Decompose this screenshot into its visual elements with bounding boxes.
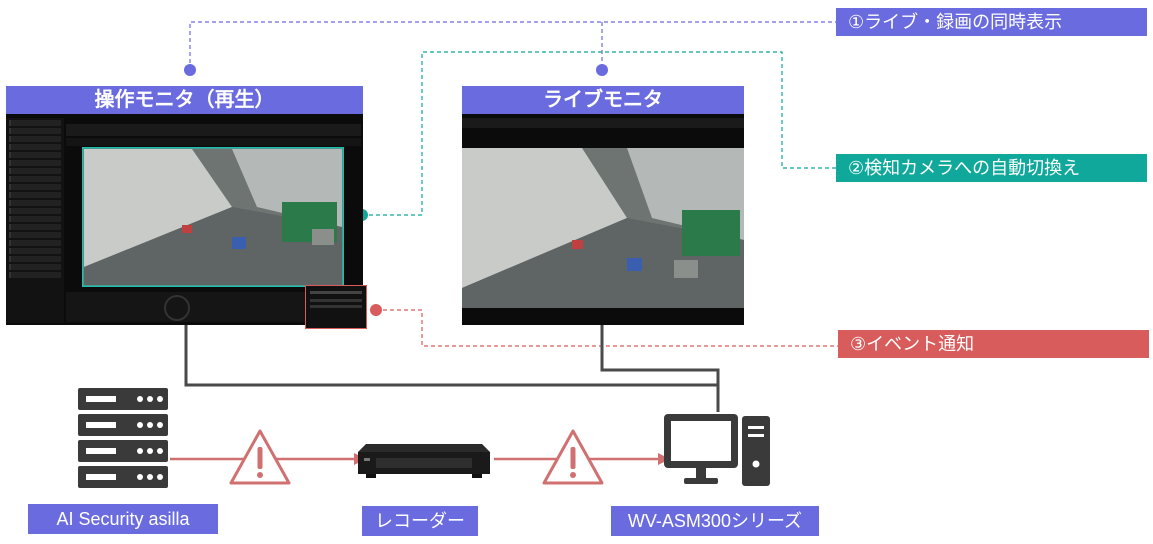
- operation-sidebar: [6, 118, 64, 323]
- callout-2-leader: [362, 51, 836, 216]
- operation-monitor-screen: [6, 114, 363, 325]
- live-monitor-cable: [600, 325, 720, 412]
- warning-icon: [542, 429, 604, 485]
- callout-3-leader: [376, 309, 838, 347]
- live-camera-view: [462, 148, 744, 308]
- warning-icon: [229, 429, 291, 485]
- callout-3-label: ③イベント通知: [838, 330, 1149, 358]
- operation-toolbar: [66, 124, 361, 136]
- live-monitor-title: ライブモニタ: [462, 86, 744, 114]
- live-monitor-screen: [462, 114, 744, 325]
- callout-1-dot-right: [596, 64, 608, 76]
- camera-view-highlighted: [82, 147, 344, 287]
- playback-control-panel: [66, 292, 306, 322]
- callout-1-label: ①ライブ・録画の同時表示: [836, 8, 1147, 36]
- callout-2-label: ②検知カメラへの自動切換え: [836, 154, 1147, 182]
- event-notification-popup: [305, 285, 367, 329]
- operation-status-strip: [66, 138, 361, 146]
- callout-1-leader: [189, 21, 836, 70]
- pc-icon: [664, 414, 770, 486]
- server-label: AI Security asilla: [28, 504, 218, 534]
- recorder-label: レコーダー: [362, 506, 478, 536]
- operation-monitor-title: 操作モニタ（再生）: [6, 86, 363, 114]
- callout-3-dot: [370, 304, 382, 316]
- server-icon: [78, 388, 168, 488]
- recorder-icon: [358, 444, 490, 478]
- pc-label: WV-ASM300シリーズ: [611, 506, 819, 536]
- callout-1-dot-left: [184, 64, 196, 76]
